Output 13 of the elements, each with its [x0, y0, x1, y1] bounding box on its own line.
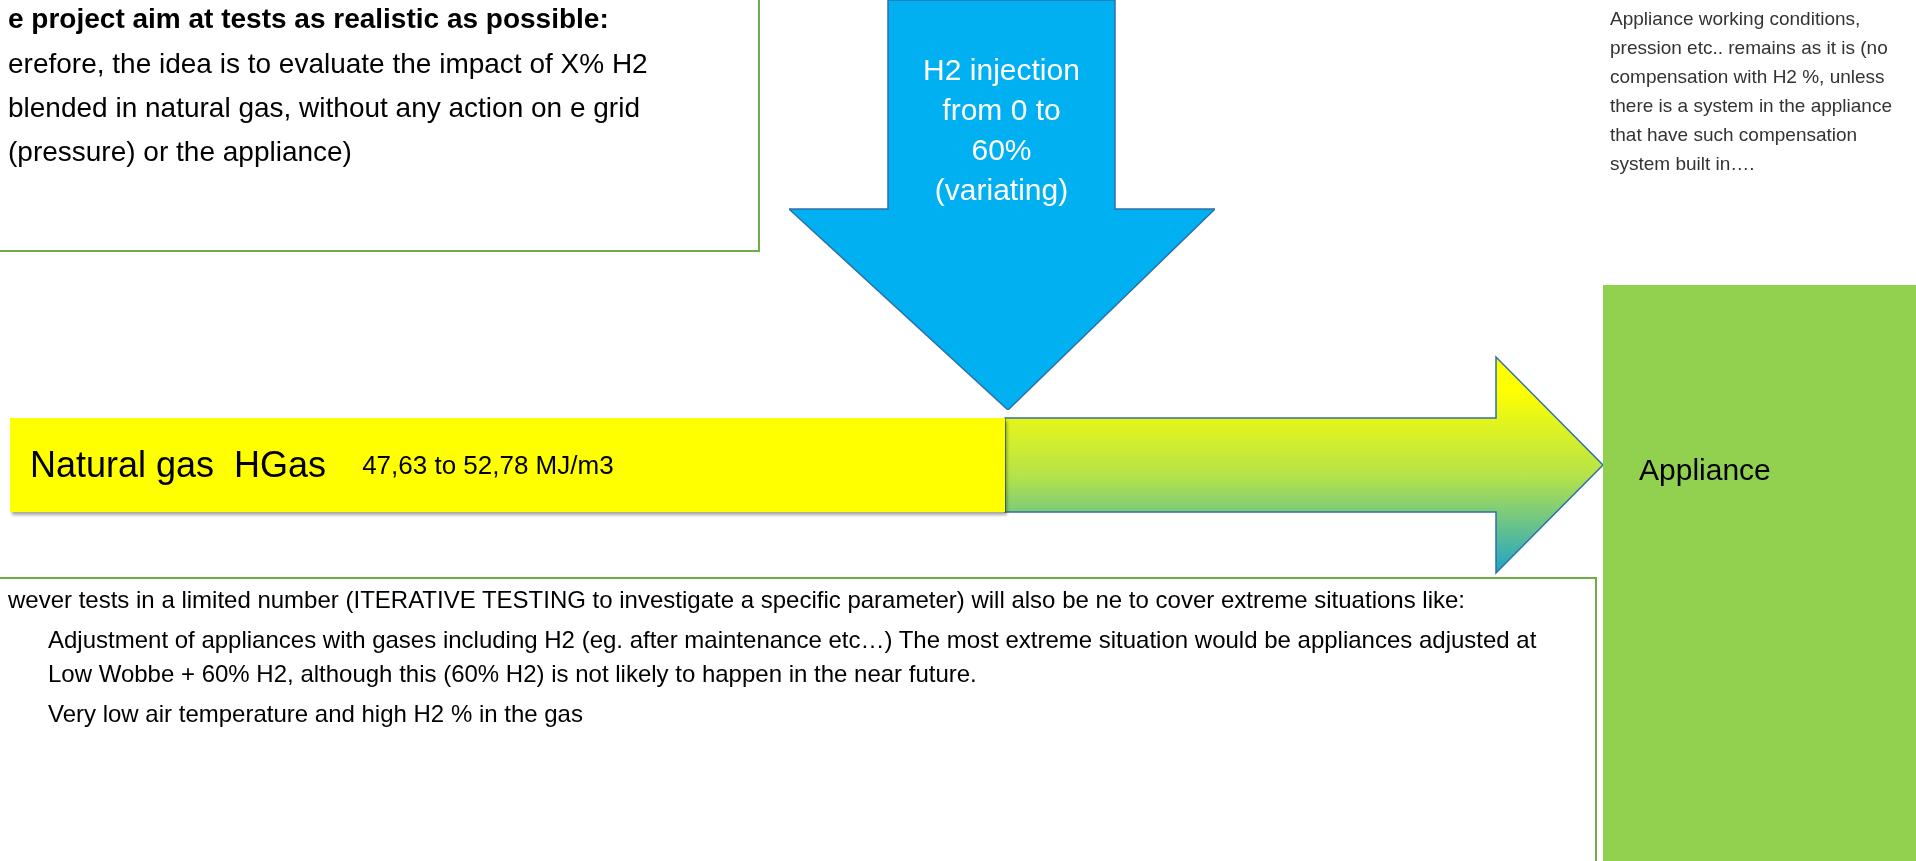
appliance-box: Appliance	[1603, 285, 1916, 861]
band-value: 47,63 to 52,78 MJ/m3	[362, 448, 614, 482]
block-arrow	[1004, 355, 1605, 575]
note-text: Appliance working conditions, pression etc.. remains as it is (no compensation with H2 %, unless there is a system in the appliance that have such compensation system built in….	[1610, 4, 1910, 270]
paragraph: erefore, the idea is to evaluate the impact of X% H2 blended in natural gas, without any action on e grid (pressure) or the appliance)	[8, 47, 649, 169]
band-label: Natural gas HGas	[30, 443, 327, 487]
gas-band	[10, 418, 1005, 512]
list-item: Adjustment of appliances with gases including H2 (eg. after maintenance etc…) The most extreme situation would be appliances adjusted at Low Wobbe + 60% H2, although this (60% H2) is not likely to happen in the near future.	[48, 625, 1538, 689]
heading: e project aim at tests as realistic as possible:	[8, 2, 610, 36]
arrow-label: H2 injection from 0 to 60% (variating)	[922, 52, 1081, 208]
list-item: Very low air temperature and high H2 % in the gas	[48, 699, 584, 729]
text-box	[0, 0, 760, 252]
paragraph: wever tests in a limited number (ITERATIVE TESTING to investigate a specific parameter) will also be ne to cover extreme situations like:	[8, 585, 1466, 615]
